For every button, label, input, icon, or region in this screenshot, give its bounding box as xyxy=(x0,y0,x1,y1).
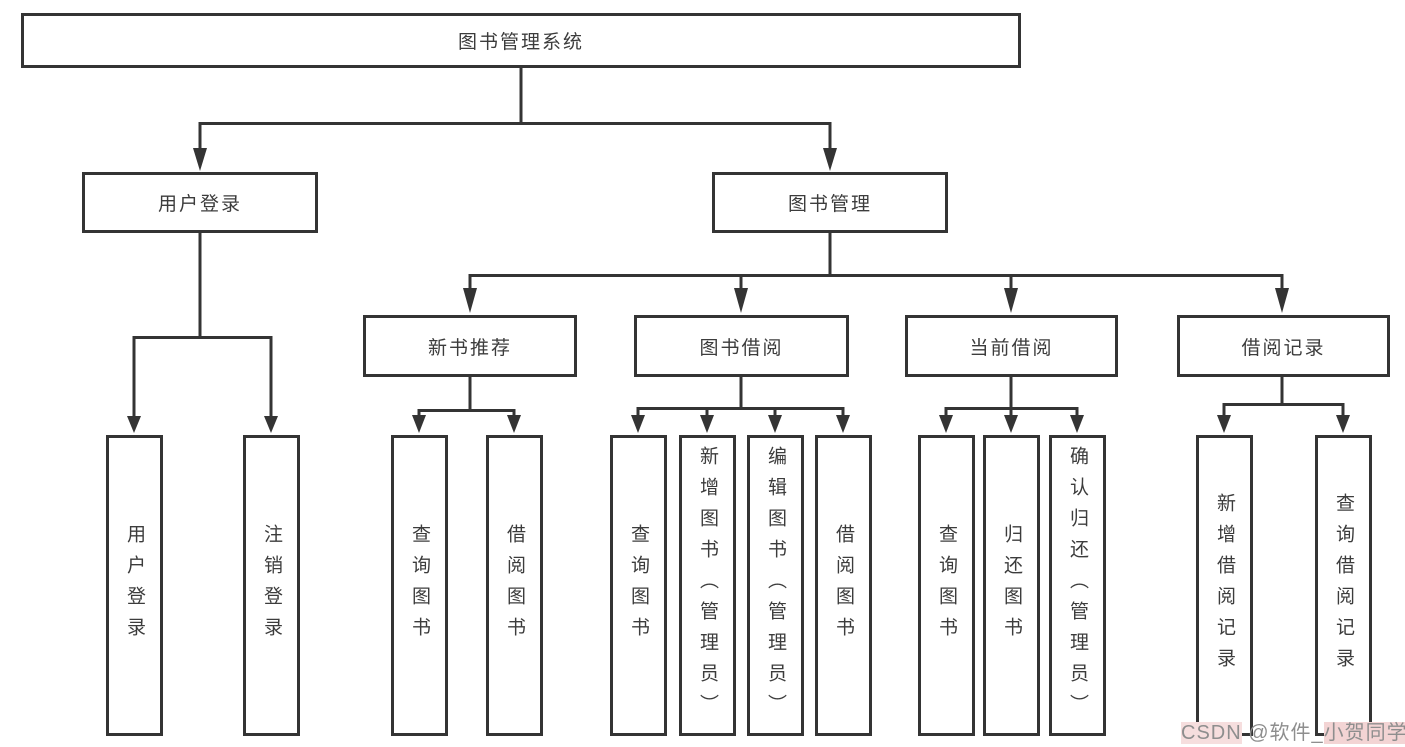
node-recommend-borrow-books: 借阅图书 xyxy=(486,435,543,736)
watermark-username: 小贺同学 xyxy=(1323,722,1405,744)
node-library-system: 图书管理系统 xyxy=(21,13,1021,68)
node-new-book-recommend: 新书推荐 xyxy=(363,315,577,377)
node-edit-books-admin: 编辑图书（管理员） xyxy=(747,435,804,736)
node-return-books: 归还图书 xyxy=(983,435,1040,736)
node-query-borrow-record: 查询借阅记录 xyxy=(1315,435,1372,736)
node-user-login-leaf: 用户登录 xyxy=(106,435,163,736)
node-current-borrow: 当前借阅 xyxy=(905,315,1118,377)
node-book-borrow: 图书借阅 xyxy=(634,315,849,377)
node-add-books-admin: 新增图书（管理员） xyxy=(679,435,736,736)
node-user-login: 用户登录 xyxy=(82,172,318,233)
watermark-separator: @软件_ xyxy=(1241,722,1324,744)
node-confirm-return-admin: 确认归还（管理员） xyxy=(1049,435,1106,736)
node-borrow-records: 借阅记录 xyxy=(1177,315,1390,377)
node-logout: 注销登录 xyxy=(243,435,300,736)
node-add-borrow-record: 新增借阅记录 xyxy=(1196,435,1253,736)
arrowheads xyxy=(127,148,1350,433)
node-book-management: 图书管理 xyxy=(712,172,948,233)
node-borrow-books: 借阅图书 xyxy=(815,435,872,736)
node-borrow-query-books: 查询图书 xyxy=(610,435,667,736)
node-current-query-books: 查询图书 xyxy=(918,435,975,736)
watermark-brand: CSDN xyxy=(1181,722,1242,744)
csdn-watermark: CSDN @软件_小贺同学 xyxy=(1181,716,1405,745)
node-recommend-query-books: 查询图书 xyxy=(391,435,448,736)
